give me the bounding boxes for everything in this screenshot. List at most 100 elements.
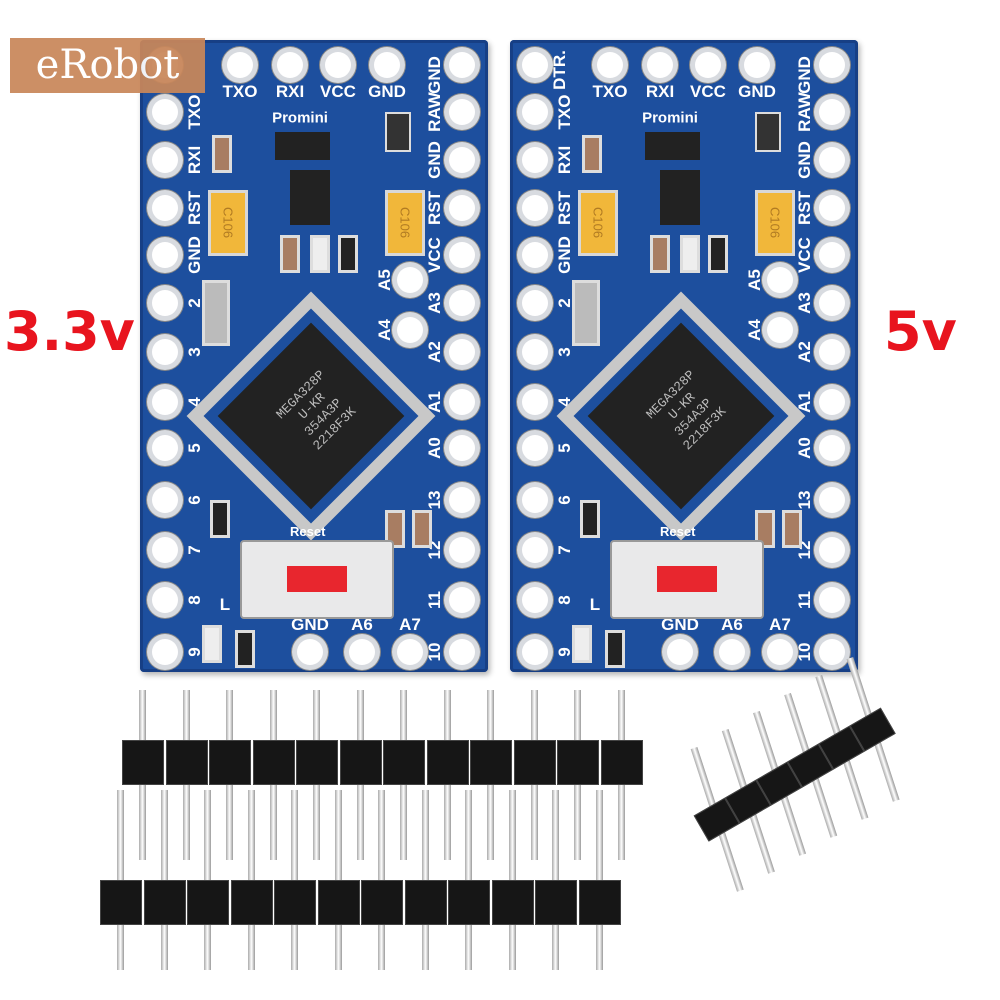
reset-button[interactable] bbox=[610, 540, 764, 619]
header-housing-segment bbox=[404, 880, 447, 925]
header-housing-segment bbox=[426, 740, 469, 785]
pin-hole-right bbox=[819, 242, 845, 268]
header-housing-segment bbox=[143, 880, 186, 925]
pin-label: RXI bbox=[275, 82, 305, 101]
header-housing-segment bbox=[317, 880, 360, 925]
pin-hole-bottom bbox=[297, 639, 323, 665]
pin-label: 13 bbox=[425, 490, 444, 510]
pin-hole-right bbox=[449, 195, 475, 221]
diode-s4 bbox=[275, 132, 330, 160]
pin-hole-right bbox=[449, 537, 475, 563]
reset-button[interactable] bbox=[240, 540, 394, 619]
pin-hole-right bbox=[449, 99, 475, 125]
pin-label: GND bbox=[661, 615, 699, 634]
crystal-resonator bbox=[202, 280, 230, 346]
pin-hole-left bbox=[152, 537, 178, 563]
pin-hole-right bbox=[819, 435, 845, 461]
pin-label: 6 bbox=[185, 495, 204, 505]
header-housing-segment bbox=[361, 880, 403, 925]
led-label: L bbox=[219, 595, 231, 614]
pin-label: 6 bbox=[555, 495, 574, 505]
pin-hole-right bbox=[449, 147, 475, 173]
pin-label: VCC bbox=[425, 237, 444, 273]
tantalum-capacitor: C106 bbox=[208, 190, 248, 256]
pin-hole-right bbox=[449, 339, 475, 365]
header-housing-segment bbox=[600, 740, 643, 785]
header-housing-segment bbox=[383, 740, 425, 785]
pin-hole-right bbox=[819, 339, 845, 365]
pin-hole-bottom bbox=[397, 639, 423, 665]
pin-label: TXO bbox=[222, 82, 258, 101]
pin-label: GND bbox=[368, 82, 406, 101]
resistor bbox=[580, 500, 600, 538]
pin-label: GND bbox=[738, 82, 776, 101]
pin-hole-top bbox=[325, 52, 351, 78]
capacitor-marking: C106 bbox=[220, 207, 236, 239]
pin-label: GND bbox=[425, 56, 444, 94]
header-housing-segment bbox=[339, 740, 382, 785]
pin-hole-left bbox=[522, 290, 548, 316]
pin-hole-top bbox=[597, 52, 623, 78]
pin-label: A0 bbox=[795, 437, 814, 459]
pin-hole-bottom bbox=[349, 639, 375, 665]
pin-hole-left bbox=[522, 339, 548, 365]
pin-label: 3 bbox=[185, 347, 204, 357]
power-led bbox=[680, 235, 700, 273]
header-housing-segment bbox=[535, 880, 577, 925]
header-housing-segment bbox=[187, 880, 229, 925]
voltage-regulator bbox=[290, 170, 330, 225]
pin-hole-right bbox=[449, 435, 475, 461]
pin-label: GND bbox=[795, 56, 814, 94]
pin-label-dtr: DTR. bbox=[550, 50, 569, 90]
pin-label: 4 bbox=[185, 397, 204, 407]
pin-hole-left bbox=[152, 487, 178, 513]
pin-hole-left bbox=[152, 389, 178, 415]
pin-hole-top bbox=[277, 52, 303, 78]
pin-label: A7 bbox=[769, 615, 791, 634]
pin-hole-left bbox=[152, 242, 178, 268]
pin-label: RST bbox=[555, 191, 574, 225]
header-housing-segment bbox=[448, 880, 490, 925]
pin-label: VCC bbox=[690, 82, 726, 101]
pin-label: GND bbox=[555, 236, 574, 274]
jumper bbox=[755, 112, 781, 152]
header-housing-segment bbox=[100, 880, 142, 925]
pin-label: RXI bbox=[185, 145, 204, 175]
header-housing-segment bbox=[557, 740, 599, 785]
pin-hole-left bbox=[152, 290, 178, 316]
pin-hole-left bbox=[152, 587, 178, 613]
pin-hole-left bbox=[152, 435, 178, 461]
pin-label: A1 bbox=[425, 391, 444, 413]
smd-capacitor bbox=[755, 510, 775, 548]
pin-hole-inner bbox=[397, 317, 423, 343]
pin-label: A0 bbox=[425, 437, 444, 459]
pin-label: 7 bbox=[185, 545, 204, 555]
pin-hole-left bbox=[522, 487, 548, 513]
pin-label: RXI bbox=[555, 145, 574, 175]
pin-hole-right bbox=[449, 242, 475, 268]
pin-hole-right bbox=[819, 147, 845, 173]
pin-label: 5 bbox=[185, 443, 204, 453]
pin-hole-right bbox=[819, 639, 845, 665]
pin-label: 8 bbox=[555, 595, 574, 605]
pin-label: A5 bbox=[745, 269, 764, 291]
smd-capacitor bbox=[782, 510, 802, 548]
pin-label: GND bbox=[185, 236, 204, 274]
smd-capacitor bbox=[650, 235, 670, 273]
resistor bbox=[210, 500, 230, 538]
right-angle-header bbox=[650, 630, 975, 933]
tantalum-capacitor: C106 bbox=[385, 190, 425, 256]
pin-label: A7 bbox=[399, 615, 421, 634]
pin-hole-right bbox=[449, 290, 475, 316]
pin-label: 3 bbox=[555, 347, 574, 357]
pin-label: A1 bbox=[795, 391, 814, 413]
pin-hole-right bbox=[449, 52, 475, 78]
status-led bbox=[202, 625, 222, 663]
power-led bbox=[310, 235, 330, 273]
erobot-logo: eRobot bbox=[10, 38, 205, 93]
jumper bbox=[385, 112, 411, 152]
pin-hole-left bbox=[522, 99, 548, 125]
header-housing-segment bbox=[578, 880, 621, 925]
pin-label: 13 bbox=[795, 490, 814, 510]
